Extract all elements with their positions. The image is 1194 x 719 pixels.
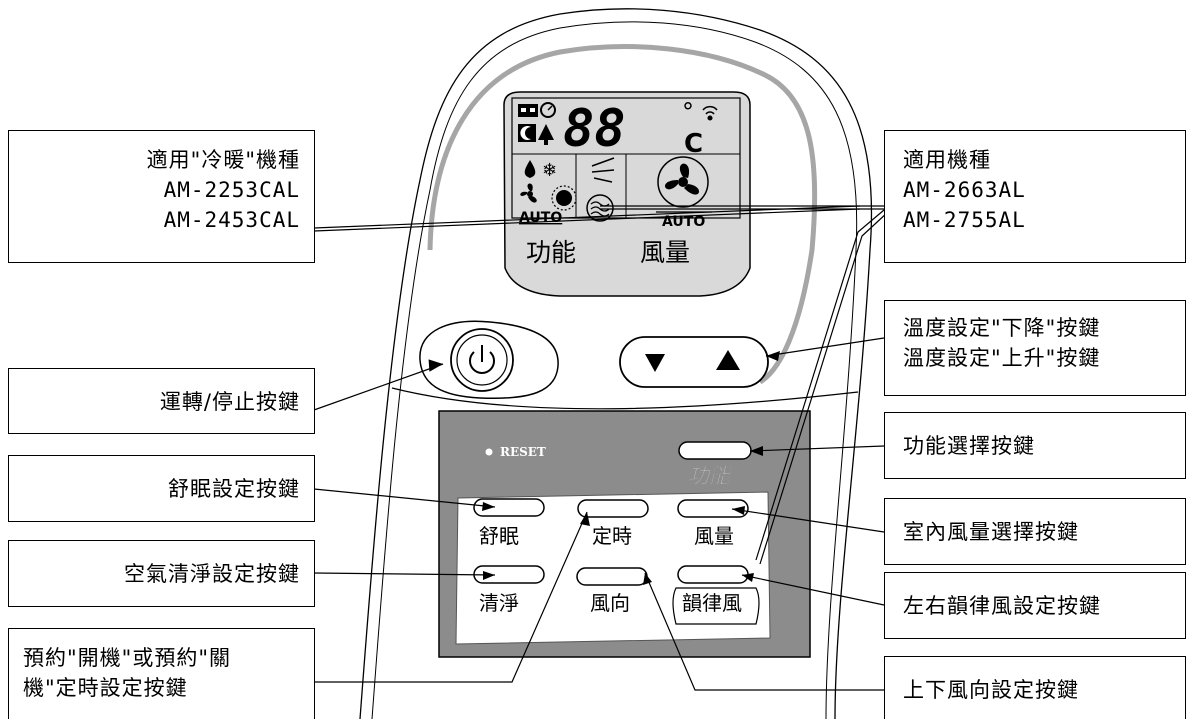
callout-timer-setting-line2: 機"定時設定按鍵 [23,676,188,700]
lcd-temperature-digits: 88 [563,99,626,159]
sleep-button-label: 舒眠 [479,524,519,548]
leader-clean [313,572,496,576]
callout-right-models: 適用機種 AM-2663AL AM-2755AL [884,130,1186,263]
leader-right-models-down [755,209,885,561]
drop-icon [524,160,536,178]
temp-up-arrow-icon [716,350,740,370]
callout-timer-setting-line1: 預約"開機"或預約"關 [23,646,231,670]
leader-left-models [313,205,861,229]
direction-button[interactable] [576,567,648,586]
timer-button-label: 定時 [592,524,632,548]
swing-icon [591,157,615,183]
callout-temp-buttons: 溫度設定"下降"按鍵 溫度設定"上升"按鍵 [884,300,1186,396]
function-button[interactable] [678,441,752,460]
body-divider [391,387,859,410]
lcd-celsius-unit: C [684,129,703,159]
signal-icon [702,105,718,121]
reset-label: RESET [500,445,546,459]
lcd-degree-symbol: ° [682,98,694,126]
callout-function-select-text: 功能選擇按鍵 [903,434,1035,458]
remote-outer-outline [359,8,873,719]
callout-left-models-line1: 適用"冷暖"機種 [146,148,300,172]
lcd-auto-right: AUTO [662,214,705,230]
fan-speed-icon [657,156,709,208]
callout-left-models: 適用"冷暖"機種 AM-2253CAL AM-2453CAL [8,130,315,263]
callout-temp-buttons-line1: 溫度設定"下降"按鍵 [903,316,1101,340]
battery-icon [518,104,538,117]
tree-icon [538,124,554,145]
leader-temp [765,337,885,357]
callout-power-text: 運轉/停止按鍵 [159,390,300,414]
leader-swing [741,574,885,606]
callout-temp-buttons-line2: 溫度設定"上升"按鍵 [903,346,1101,370]
callout-fan-select-text: 室內風量選擇按鍵 [903,520,1079,544]
leader-fan [731,508,885,533]
callout-power: 運轉/停止按鍵 [8,368,315,434]
leader-function [749,445,885,452]
display-rim [427,44,818,385]
swing-button-frame [672,587,760,625]
callout-clean-setting-text: 空氣清淨設定按鍵 [124,562,300,586]
callout-swing-setting-text: 左右韻律風設定按鍵 [903,594,1101,618]
callout-direction-setting: 上下風向設定按鍵 [884,656,1186,719]
lcd-function-label: 功能 [526,238,576,267]
callout-left-models-line3: AM-2453CAL [163,208,300,232]
remote-inner-outline [371,21,858,719]
lcd-fan-label: 風量 [640,238,690,267]
direction-button-label: 風向 [590,591,630,615]
callout-direction-setting-text: 上下風向設定按鍵 [903,678,1079,702]
fan-speed-button[interactable] [677,499,749,518]
clean-button-label: 清淨 [479,591,519,615]
callout-timer-setting: 預約"開機"或預約"關 機"定時設定按鍵 [8,628,315,719]
callout-sleep-setting-text: 舒眠設定按鍵 [168,477,300,501]
power-icon [469,351,495,374]
arrowheads [428,351,780,585]
power-button[interactable] [450,328,514,392]
leader-lines [313,205,889,691]
reset-indicator-icon [485,448,493,456]
callout-right-models-line1: 適用機種 [903,148,991,172]
leader-left-models-2 [313,208,861,232]
leader-direction [644,572,884,691]
leader-sleep [313,488,496,508]
callout-swing-setting: 左右韻律風設定按鍵 [884,572,1186,639]
callout-clean-setting: 空氣清淨設定按鍵 [8,540,315,607]
function-button-label: 功能 [688,464,733,488]
fan-mode-icon [520,183,537,203]
snowflake-icon: ❄ [542,160,557,181]
timer-button[interactable] [577,499,649,518]
sun-icon [551,185,577,211]
leader-timer [314,511,588,683]
fan-speed-button-label: 風量 [694,524,734,548]
swing-button[interactable] [677,565,749,584]
sleep-button[interactable] [473,498,545,517]
temp-down-arrow-icon [645,354,665,372]
moon-icon [518,124,536,142]
callout-right-models-line3: AM-2755AL [903,208,1026,232]
lcd-window [503,91,751,297]
callout-sleep-setting: 舒眠設定按鍵 [8,455,315,522]
callout-fan-select: 室內風量選擇按鍵 [884,498,1186,565]
swing-button-label: 韻律風 [682,591,742,615]
clock-icon [540,102,556,118]
leader-power [313,363,444,411]
callout-right-models-line2: AM-2663AL [903,178,1026,202]
leader-right-models-down-2 [759,211,889,565]
callout-left-models-line2: AM-2253CAL [163,178,300,202]
temp-buttons-pill[interactable] [619,336,769,388]
callout-function-select: 功能選擇按鍵 [884,412,1186,479]
